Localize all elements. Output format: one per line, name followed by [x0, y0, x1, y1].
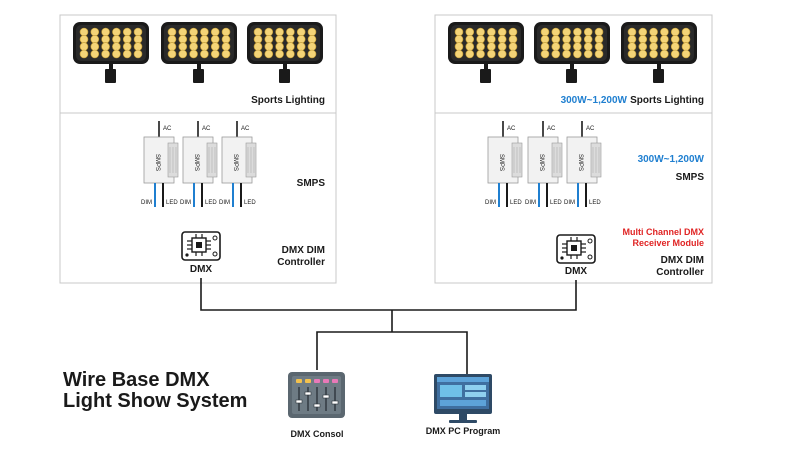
ac-label: AC [202, 126, 211, 132]
left-dmx-module-icon [181, 231, 221, 261]
left-smps-unit-2: AC SMPS DIM LED [180, 120, 218, 208]
smps-body-label: SMPS [538, 154, 544, 171]
right-receiver-label-2: Receiver Module [632, 238, 704, 248]
right-dmx-label: DMX [565, 266, 588, 277]
diagram-title-line-2: Light Show System [63, 390, 247, 412]
smps-body-label: SMPS [498, 154, 504, 171]
led-label: LED [510, 200, 522, 206]
ac-label: AC [241, 126, 250, 132]
dmx-pc-monitor-icon [434, 374, 492, 423]
right-smps-unit-1: AC SMPS DIM LED [485, 120, 523, 208]
left-smps-unit-1: AC SMPS DIM LED [141, 120, 179, 208]
ac-label: AC [163, 126, 172, 132]
smps-body-label: SMPS [154, 154, 160, 171]
left-dmx-label: DMX [190, 264, 213, 275]
dmx-bus-wiring [200, 278, 577, 374]
dim-label: DIM [141, 200, 152, 206]
dmx-console-label: DMX Consol [291, 429, 344, 439]
dim-label: DIM [485, 200, 496, 206]
dim-label: DIM [219, 200, 230, 206]
led-label: LED [205, 200, 217, 206]
dim-label: DIM [564, 200, 575, 206]
right-system-panel: 300W~1,200W Sports Lighting AC SMPS DIM … [434, 14, 713, 284]
left-smps-label: SMPS [297, 178, 326, 189]
right-smps-label: SMPS [676, 172, 705, 183]
right-smps-unit-2: AC SMPS DIM LED [525, 120, 563, 208]
dim-label: DIM [180, 200, 191, 206]
right-controller-label-2: Controller [656, 267, 704, 278]
right-smps-power-range: 300W~1,200W [638, 154, 705, 165]
led-label: LED [550, 200, 562, 206]
right-receiver-label-1: Multi Channel DMX [623, 227, 705, 237]
diagram-title-line-1: Wire Base DMX [63, 369, 210, 391]
left-lighting-label: Sports Lighting [251, 95, 325, 106]
left-system-panel: Sports Lighting AC SMPS DIM LED AC SMPS … [59, 14, 337, 284]
led-label: LED [589, 200, 601, 206]
left-controller-label-2: Controller [277, 257, 325, 268]
led-label: LED [244, 200, 256, 206]
ac-label: AC [586, 126, 595, 132]
right-dmx-module-icon [556, 234, 596, 264]
ac-label: AC [547, 126, 556, 132]
smps-body-label: SMPS [577, 154, 583, 171]
smps-body-label: SMPS [232, 154, 238, 171]
smps-body-label: SMPS [193, 154, 199, 171]
led-label: LED [166, 200, 178, 206]
left-controller-label-1: DMX DIM [282, 245, 325, 256]
right-lighting-label: Sports Lighting [630, 95, 704, 106]
dmx-console-icon [288, 372, 345, 418]
right-lighting-power-range: 300W~1,200W [561, 95, 628, 106]
dim-label: DIM [525, 200, 536, 206]
left-smps-unit-3: AC SMPS DIM LED [219, 120, 257, 208]
ac-label: AC [507, 126, 516, 132]
right-smps-unit-3: AC SMPS DIM LED [564, 120, 602, 208]
dmx-pc-program-label: DMX PC Program [426, 426, 501, 436]
right-controller-label-1: DMX DIM [661, 255, 704, 266]
